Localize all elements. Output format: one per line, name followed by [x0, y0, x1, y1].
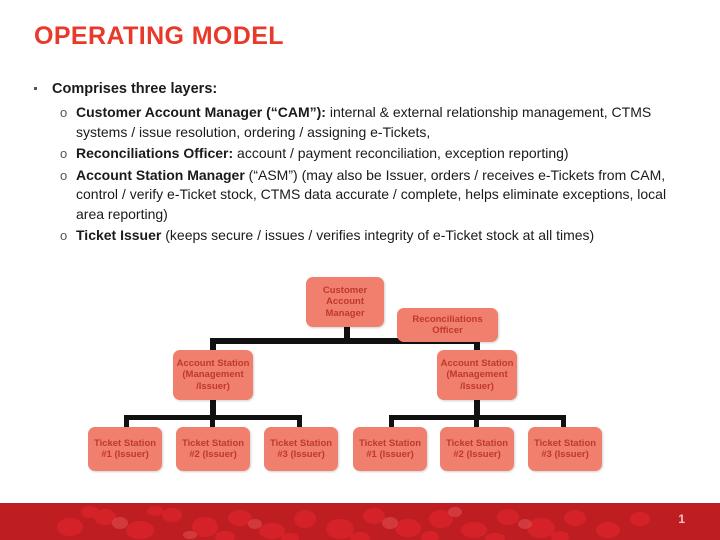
bullet-list: Comprises three layers: o Customer Accou… [30, 80, 690, 248]
org-node-ticket-station-right-2[interactable]: Ticket Station #2 (Issuer) [440, 427, 514, 471]
org-node-ticket-station-right-3[interactable]: Ticket Station #3 (Issuer) [528, 427, 602, 471]
org-node-account-station-left[interactable]: Account Station (Management /Issuer) [173, 350, 253, 400]
list-item-rest: internal & external relationship managem… [76, 104, 652, 140]
org-node-label: Customer Account Manager [322, 284, 368, 319]
connector-left-ts3-down [297, 415, 302, 428]
org-chart: Customer Account Manager Reconciliations… [0, 270, 720, 500]
org-node-label: Reconciliations Officer [412, 313, 483, 337]
connector-asm-right-stem [474, 399, 480, 418]
circle-bullet-icon: o [60, 167, 68, 183]
circle-bullet-icon: o [60, 105, 68, 120]
list-item: o Reconciliations Officer: account / pay… [30, 144, 690, 164]
org-node-label: Ticket Station #3 (Issuer) [269, 437, 333, 461]
list-item-bold: Customer Account Manager (“CAM”): [76, 104, 326, 120]
circle-bullet-icon: o [60, 146, 68, 161]
org-node-label: Ticket Station #2 (Issuer) [181, 437, 245, 461]
org-node-label: Account Station (Management /Issuer) [440, 357, 514, 392]
list-item-bold: Account Station Manager [76, 166, 245, 183]
org-node-account-station-right[interactable]: Account Station (Management /Issuer) [437, 350, 517, 400]
bullet-heading-text: Comprises three layers: [52, 81, 218, 97]
list-item-bold: Ticket Issuer [76, 227, 162, 243]
list-item-bold: Reconciliations Officer: [76, 145, 234, 161]
org-node-label: Ticket Station #3 (Issuer) [533, 437, 597, 461]
connector-right-ts3-down [561, 415, 566, 428]
list-item: o Ticket Issuer (keeps secure / issues /… [30, 226, 690, 246]
connector-right-ts2-down [474, 415, 479, 428]
connector-left-ts1-down [124, 415, 129, 428]
page-title: OPERATING MODEL [34, 22, 284, 50]
org-node-reconciliations-officer[interactable]: Reconciliations Officer [397, 308, 498, 342]
org-node-label: Ticket Station #2 (Issuer) [445, 437, 509, 461]
square-bullet-icon [34, 87, 37, 90]
org-node-label: Ticket Station #1 (Issuer) [358, 437, 422, 461]
org-node-ticket-station-left-2[interactable]: Ticket Station #2 (Issuer) [176, 427, 250, 471]
list-item-rest: account / payment reconciliation, except… [233, 145, 569, 161]
bullet-heading: Comprises three layers: [30, 80, 690, 99]
connector-asm-left-down [210, 338, 216, 353]
org-node-label: Account Station (Management /Issuer) [176, 357, 250, 392]
connector-asm-right-down [474, 338, 480, 353]
connector-tier1-horizontal [210, 338, 480, 344]
list-item: o Account Station Manager (“ASM”) (may a… [30, 166, 690, 225]
org-node-customer-account-manager[interactable]: Customer Account Manager [306, 277, 384, 327]
list-item-rest: (keeps secure / issues / verifies integr… [161, 227, 595, 243]
org-node-label: Ticket Station #1 (Issuer) [93, 437, 157, 461]
footer-bubble-pattern [57, 506, 650, 540]
list-item: o Customer Account Manager (“CAM”): inte… [30, 103, 690, 142]
connector-right-ts1-down [389, 415, 394, 428]
org-node-ticket-station-left-1[interactable]: Ticket Station #1 (Issuer) [88, 427, 162, 471]
connector-asm-left-stem [210, 399, 216, 418]
connector-cam-down [344, 327, 350, 342]
connector-left-ts2-down [210, 415, 215, 428]
page-number: 1 [678, 512, 685, 526]
list-item-rest: (“ASM”) (may also be Issuer, orders / re… [76, 166, 667, 222]
footer-bar: 1 [0, 503, 720, 540]
org-node-ticket-station-right-1[interactable]: Ticket Station #1 (Issuer) [353, 427, 427, 471]
org-node-ticket-station-left-3[interactable]: Ticket Station #3 (Issuer) [264, 427, 338, 471]
circle-bullet-icon: o [60, 228, 68, 243]
